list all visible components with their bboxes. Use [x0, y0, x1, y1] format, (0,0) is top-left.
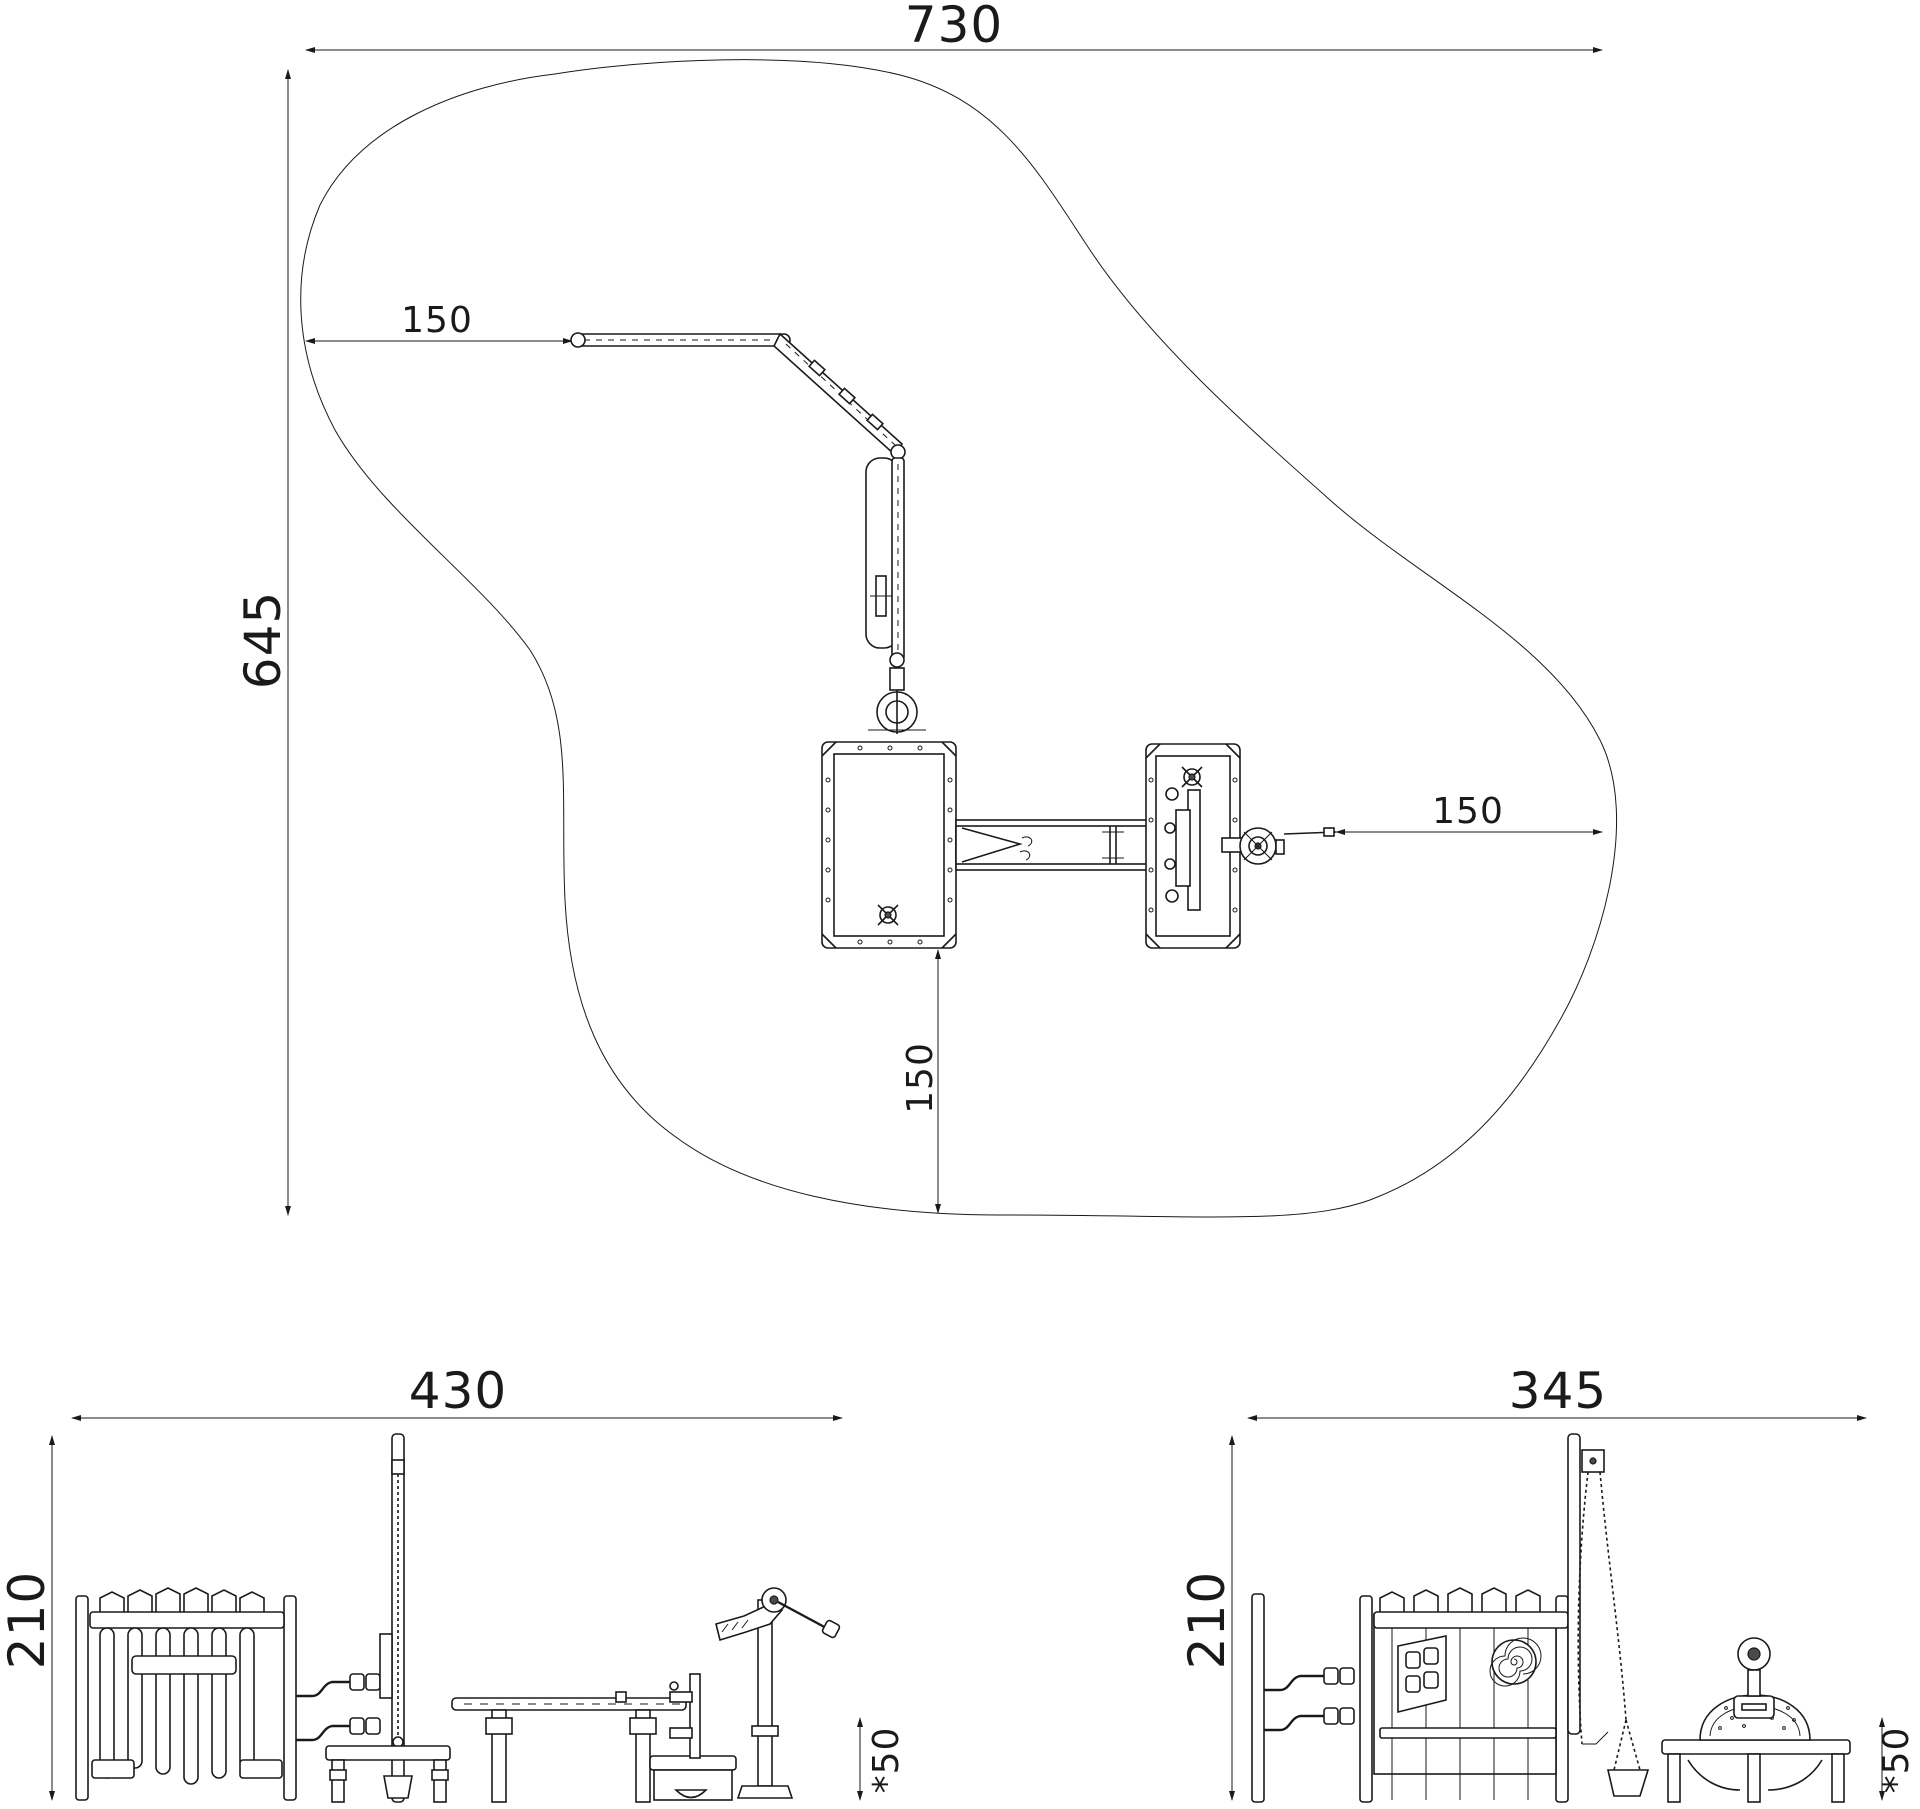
front-crank-stand [715, 1587, 841, 1799]
dim-label-side-footing: *50 [1876, 1727, 1917, 1794]
plan-railing-vertical [865, 457, 905, 691]
plan-view: 730 645 150 150 150 [234, 0, 1618, 1218]
plan-deck-left [821, 741, 957, 949]
dim-label-left-clearance: 150 [401, 300, 473, 341]
front-chain-pole [379, 1433, 413, 1803]
side-post-left [1251, 1593, 1265, 1803]
side-activity-panel [1359, 1587, 1569, 1803]
dim-label-front-height: 210 [0, 1571, 56, 1669]
plan-deck-right-mechanism [1181, 766, 1203, 788]
dim-label-front-width: 430 [409, 1362, 507, 1420]
plan-railing-upper [570, 332, 791, 348]
dim-label-total-height: 645 [234, 591, 292, 689]
dim-label-right-clearance: 150 [1432, 791, 1504, 832]
dim-label-front-footing: *50 [866, 1727, 907, 1794]
plan-deck-left-mechanism [877, 904, 899, 926]
plan-hoop [868, 690, 926, 734]
front-xylophone-panel [75, 1587, 297, 1801]
dim-label-side-width: 345 [1509, 1362, 1607, 1420]
plan-deck-right [1145, 743, 1241, 949]
front-pipe-connectors [296, 1673, 381, 1742]
side-platform-right [1661, 1637, 1851, 1803]
safety-zone-outline [300, 59, 1618, 1218]
front-elevation: 430 210 *50 [0, 1362, 907, 1803]
side-elevation: 345 210 *50 [1178, 1362, 1917, 1803]
side-pipe-connectors [1264, 1667, 1355, 1732]
plan-crank-wheel [1221, 827, 1337, 865]
side-chain-pole [1567, 1433, 1650, 1797]
dim-label-side-height: 210 [1178, 1571, 1236, 1669]
front-bench [451, 1691, 687, 1803]
dim-label-total-width: 730 [905, 0, 1003, 54]
front-platform-right [649, 1673, 737, 1801]
dim-label-bottom-clearance: 150 [900, 1042, 941, 1114]
front-platform-left [325, 1745, 451, 1803]
plan-railing-diagonal [773, 332, 906, 460]
